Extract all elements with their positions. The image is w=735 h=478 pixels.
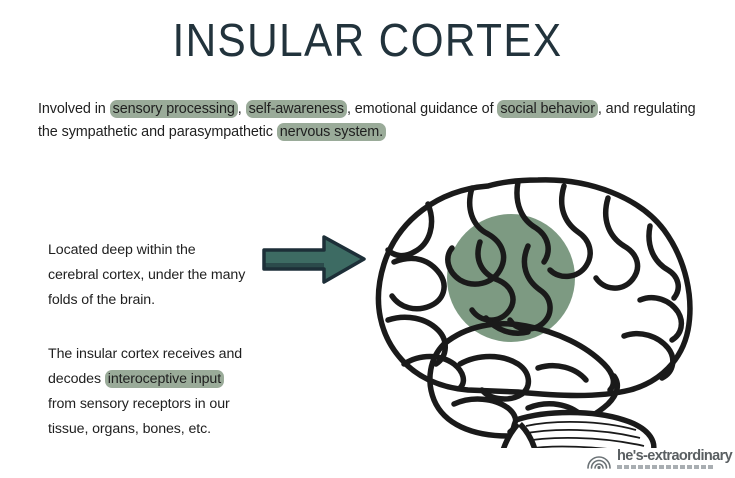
brand-logo[interactable]: he's-extraordinary <box>586 442 733 476</box>
brainstem <box>500 422 538 448</box>
intro-paragraph: Involved in sensory processing, self-awa… <box>38 98 698 144</box>
arrow-shape <box>262 235 366 284</box>
highlight-sensory-processing: sensory processing <box>109 100 238 118</box>
intro-text-3: , emotional guidance of <box>346 101 498 117</box>
interoception-text-2: from sensory receptors in our tissue, or… <box>48 396 230 437</box>
interoception-text-1: The insular cortex receives and decodes <box>48 346 243 387</box>
highlight-nervous-system: nervous system. <box>276 123 387 141</box>
arrow-shadow <box>264 263 324 269</box>
sulcus-insula-3 <box>483 315 531 336</box>
cerebrum-contour <box>375 177 693 399</box>
highlight-social-behavior: social behavior <box>497 100 598 118</box>
sulcus-occipital-1 <box>621 330 676 381</box>
logo-wordmark: he's-extraordinary <box>617 447 733 464</box>
rainbow-center-dot <box>597 465 601 470</box>
sulcus-frontal-4 <box>385 201 435 259</box>
sulcus-superior-1 <box>445 185 507 287</box>
sulcus-frontal-3 <box>401 353 467 391</box>
highlight-interoceptive-input: interoceptive input <box>104 370 225 388</box>
paragraph-location: Located deep within the cerebral cortex,… <box>48 242 246 308</box>
intro-text-4: , and regulating the sympathetic and par… <box>38 101 696 140</box>
sulcus-superior-2 <box>547 183 593 280</box>
right-arrow-icon <box>262 235 366 284</box>
sulcus-parietal-1 <box>593 195 641 291</box>
highlight-self-awareness: self-awareness <box>245 100 347 118</box>
sulcus-temporal-2 <box>535 362 589 383</box>
sulcus-parietal-2 <box>646 223 681 301</box>
sulcus-frontal-2 <box>385 314 448 367</box>
intro-text-1: Involved in <box>38 101 110 117</box>
intro-text-2: , <box>237 101 246 117</box>
brain-lateral-view-illustration <box>375 177 693 448</box>
sulcus-central <box>514 179 551 265</box>
brain-outline-group <box>375 177 693 439</box>
logo-tagline-microtext <box>617 465 713 470</box>
sulcus-temporal-1 <box>457 353 532 402</box>
logo-text-block: he's-extraordinary <box>617 447 733 470</box>
sulcus-insula-2 <box>507 243 553 332</box>
paragraph-interoception: The insular cortex receives and decodes … <box>48 342 248 442</box>
page-title: INSULAR CORTEX <box>172 14 563 66</box>
sulcus-parietal-3 <box>637 294 685 343</box>
sulcus-frontal-1 <box>389 255 447 312</box>
rainbow-arcs-icon <box>587 456 611 470</box>
